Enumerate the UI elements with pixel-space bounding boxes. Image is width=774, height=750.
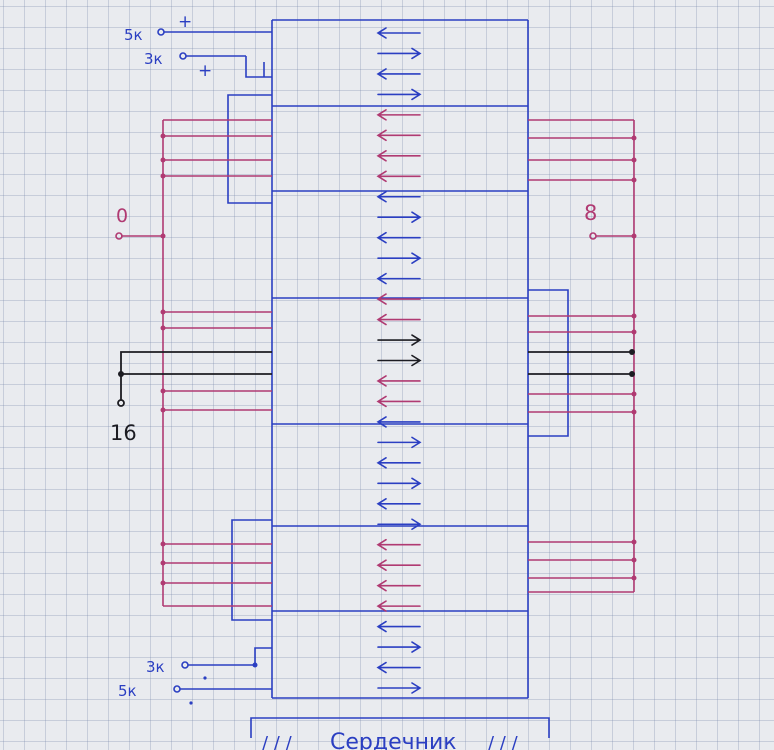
label-bottom-3k: 3к (146, 658, 165, 676)
winding-arrow-right (377, 334, 422, 346)
winding-arrow-right (377, 88, 422, 101)
winding-arrow-right (377, 211, 422, 224)
winding-arrow-left (376, 620, 421, 633)
winding-arrow-right (377, 682, 422, 694)
winding-arrow-left (376, 313, 421, 326)
winding-arrow-right (377, 436, 422, 449)
terminal-top-3k (179, 52, 187, 60)
tap-loop-right (528, 289, 569, 437)
tap-loop-top-left (227, 94, 272, 204)
winding-arrow-left (376, 395, 421, 408)
winding-arrow-left (376, 129, 421, 142)
terminal-0 (115, 232, 123, 240)
terminal-16 (117, 399, 125, 407)
label-terminal-16: 16 (110, 421, 137, 445)
winding-arrow-left (376, 600, 421, 612)
label-plus: + (178, 12, 192, 32)
winding-arrow-right (377, 354, 422, 367)
winding-arrow-left (376, 579, 421, 592)
winding-arrow-left (376, 293, 421, 305)
winding-arrow-left (376, 231, 421, 244)
dot-marker (203, 676, 207, 680)
right-red-junctions (631, 135, 637, 581)
label-plus: + (198, 61, 212, 81)
top-leads (157, 28, 272, 78)
core-frame (271, 19, 529, 699)
winding-arrow-right (377, 47, 422, 60)
winding-arrow-right (377, 252, 422, 264)
label-bottom-5k: 5к (118, 682, 137, 700)
winding-arrow-left (376, 538, 421, 551)
terminal-bottom-5k (173, 685, 181, 693)
terminal-8 (589, 232, 597, 240)
hatch-marks-left: / / / (262, 733, 293, 750)
left-red-leads (115, 119, 272, 607)
label-terminal-8: 8 (584, 201, 597, 225)
winding-arrow-right (377, 477, 422, 490)
winding-arrow-left (376, 170, 421, 183)
winding-arrow-left (376, 27, 421, 39)
left-red-junctions (160, 133, 166, 586)
terminal-top-5k (157, 28, 165, 36)
winding-arrow-left (376, 497, 421, 510)
winding-arrow-right (377, 518, 422, 531)
dot-marker (189, 701, 193, 705)
winding-arrow-left (376, 375, 421, 387)
winding-arrow-left (376, 457, 421, 469)
winding-arrow-right (377, 641, 422, 653)
winding-arrow-left (376, 416, 421, 428)
winding-arrow-left (376, 272, 421, 285)
winding-arrow-left (376, 559, 421, 571)
black-leads (117, 351, 632, 407)
terminal-bottom-3k (181, 661, 189, 669)
winding-arrow-left (376, 68, 421, 80)
junction-bottom (252, 662, 258, 668)
right-red-leads (528, 119, 635, 593)
label-core: Сердечник (330, 730, 457, 750)
winding-arrow-left (376, 190, 421, 203)
hatch-marks-right: / / / (488, 733, 519, 750)
black-junctions (118, 349, 635, 377)
winding-arrow-left (376, 150, 421, 162)
label-top-5k: 5к (124, 26, 143, 44)
bottom-leads (173, 647, 272, 693)
winding-arrow-left (376, 109, 421, 121)
winding-arrow-left (376, 661, 421, 674)
label-top-3k: 3к (144, 50, 163, 68)
core-bracket (250, 717, 550, 738)
winding-arrows (376, 27, 422, 694)
label-terminal-0: 0 (116, 205, 128, 227)
tap-loop-bottom-left (231, 519, 272, 621)
